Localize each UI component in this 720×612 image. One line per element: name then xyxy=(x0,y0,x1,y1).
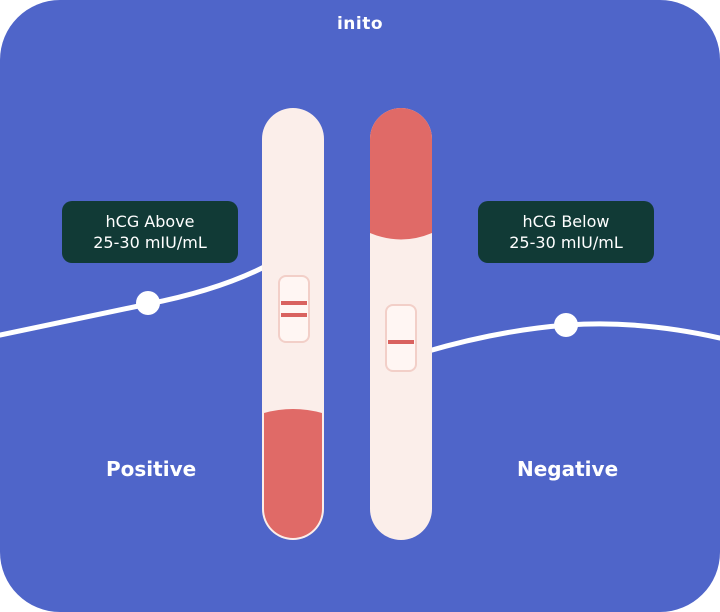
positive-threshold-label: hCG Above 25-30 mIU/mL xyxy=(62,201,238,263)
positive-label-line1: hCG Above xyxy=(105,212,195,231)
positive-label-line2: 25-30 mIU/mL xyxy=(93,233,207,252)
negative-label-line2: 25-30 mIU/mL xyxy=(509,233,623,252)
positive-curve xyxy=(0,262,271,338)
negative-control-line xyxy=(388,340,414,344)
positive-curve-dot xyxy=(136,291,160,315)
negative-threshold-label: hCG Below 25-30 mIU/mL xyxy=(478,201,654,263)
negative-result-text: Negative xyxy=(517,457,619,481)
negative-test-strip xyxy=(370,108,432,540)
positive-result-window xyxy=(278,275,310,343)
logo-text: inito xyxy=(336,14,384,34)
positive-test-line xyxy=(281,313,307,317)
negative-result-window xyxy=(385,304,417,372)
negative-strip-tip xyxy=(370,108,432,240)
positive-test-strip xyxy=(262,108,324,540)
inito-logo: inito xyxy=(0,14,720,34)
negative-curve-dot xyxy=(554,313,578,337)
positive-strip-tip xyxy=(264,409,322,538)
positive-control-line xyxy=(281,301,307,305)
negative-label-line1: hCG Below xyxy=(522,212,610,231)
positive-result-text: Positive xyxy=(106,457,197,481)
